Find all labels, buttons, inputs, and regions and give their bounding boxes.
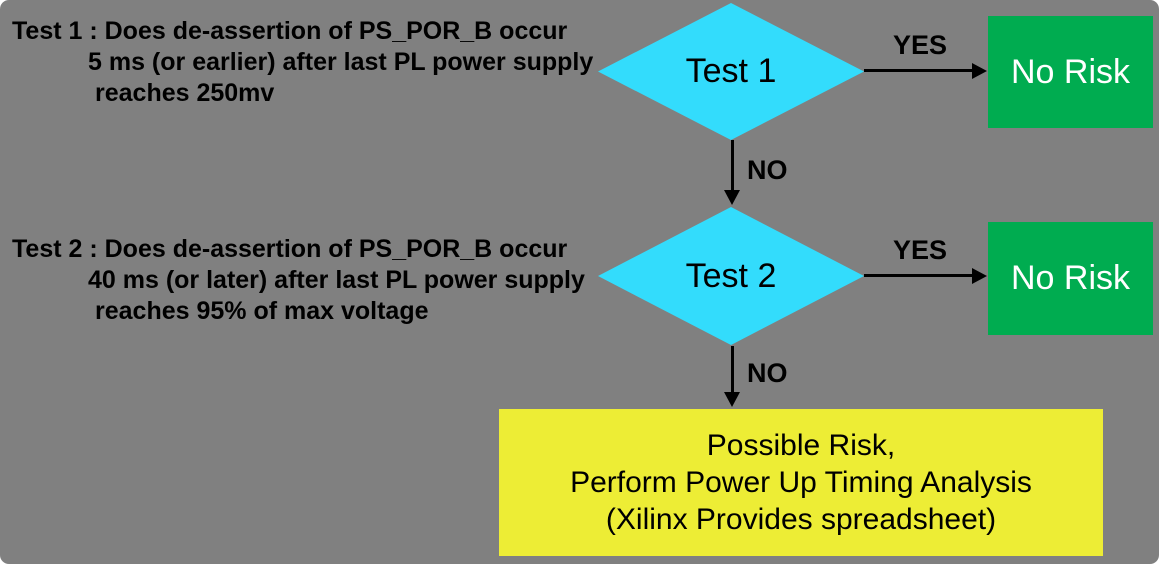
possible-risk-line-1: Possible Risk, — [706, 429, 896, 462]
yes-arrow-2-line — [864, 274, 974, 277]
test2-description: Test 2 : Does de-assertion of PS_POR_B o… — [12, 234, 585, 327]
yes-arrow-2-arrowhead-icon — [972, 268, 987, 284]
yes-label-2: YES — [892, 235, 948, 265]
possible-risk-line-3: (Xilinx Provides spreadsheet) — [605, 503, 997, 536]
yes-arrow-1-arrowhead-icon — [972, 63, 987, 79]
decision-test1-label: Test 1 — [685, 52, 777, 90]
yes-label-1: YES — [892, 30, 948, 60]
decision-test2: Test 2 — [598, 207, 864, 345]
test1-description-line-2: 5 ms (or earlier) after last PL power su… — [88, 48, 594, 76]
no-risk-box-1: No Risk — [988, 16, 1153, 128]
test2-description-line-2: 40 ms (or later) after last PL power sup… — [88, 266, 585, 294]
no-risk-box-2-label: No Risk — [1010, 259, 1131, 297]
test2-description-line-3: reaches 95% of max voltage — [95, 297, 429, 325]
no-arrow-1-arrowhead-icon — [724, 190, 740, 205]
decision-test2-label: Test 2 — [685, 256, 777, 295]
no-label-1: NO — [747, 155, 788, 185]
possible-risk-line-2: Perform Power Up Timing Analysis — [570, 466, 1032, 499]
test1-description: Test 1 : Does de-assertion of PS_POR_B o… — [12, 16, 593, 109]
no-arrow-2-arrowhead-icon — [724, 392, 740, 407]
decision-test1: Test 1 — [598, 3, 864, 140]
yes-arrow-1-line — [864, 69, 974, 72]
no-label-2: NO — [747, 358, 788, 388]
no-arrow-2-line — [731, 346, 734, 394]
no-risk-box-2: No Risk — [988, 222, 1153, 335]
test2-description-line-1: Test 2 : Does de-assertion of PS_POR_B o… — [12, 235, 568, 263]
possible-risk-box: Possible Risk, Perform Power Up Timing A… — [499, 409, 1103, 556]
test1-description-line-3: reaches 250mv — [95, 79, 275, 107]
test1-description-line-1: Test 1 : Does de-assertion of PS_POR_B o… — [12, 17, 568, 45]
no-risk-box-1-label: No Risk — [1010, 52, 1131, 91]
no-arrow-1-line — [731, 140, 734, 192]
